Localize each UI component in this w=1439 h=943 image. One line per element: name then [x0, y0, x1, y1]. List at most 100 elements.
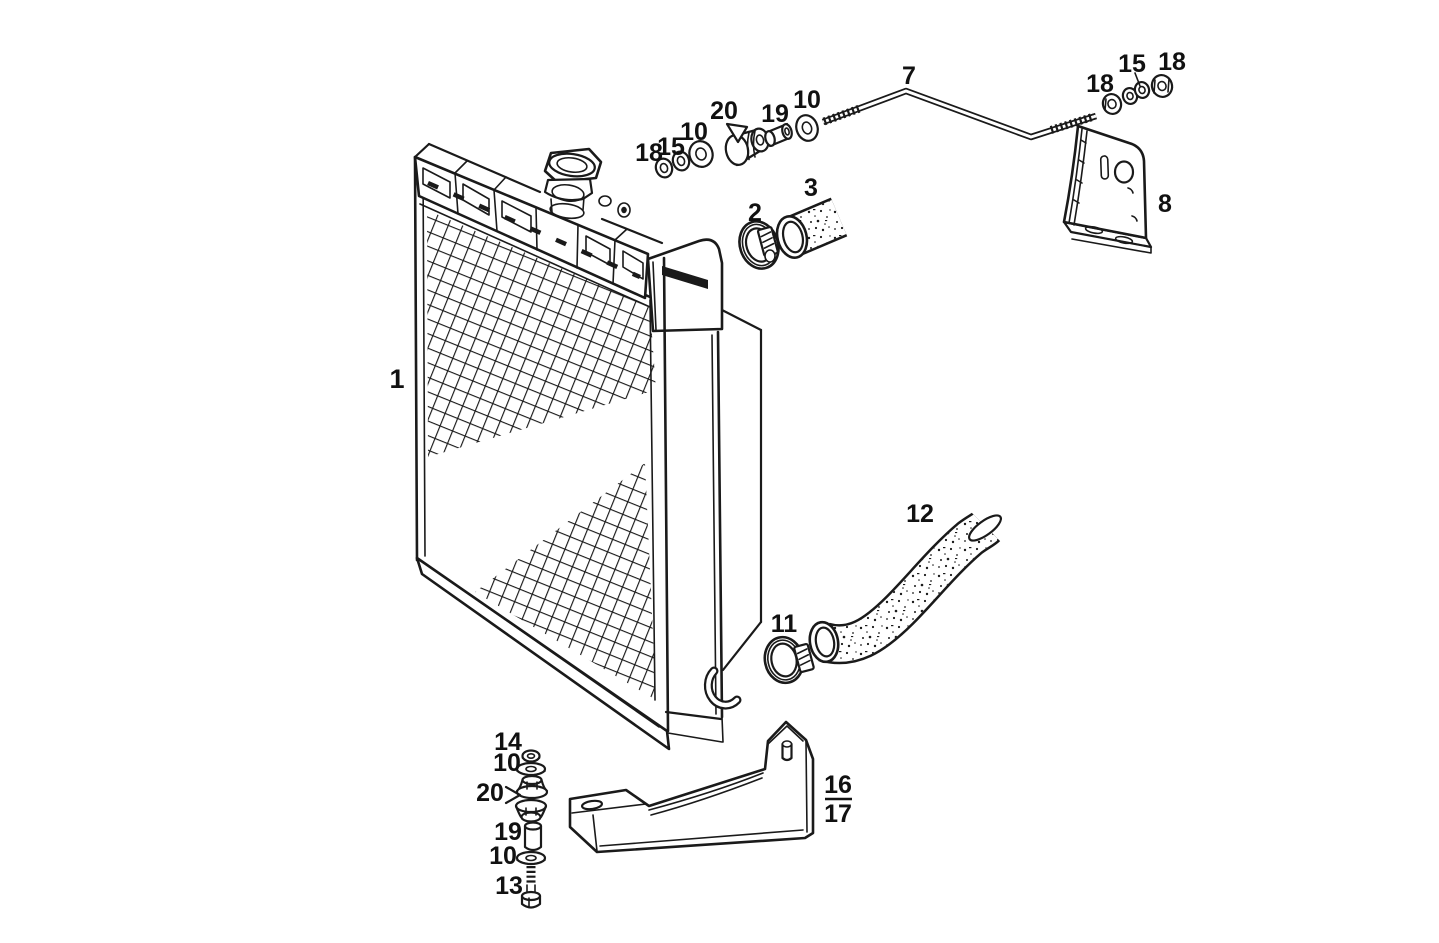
radiator-bottom-band-inner	[429, 566, 660, 728]
column-outer-line	[662, 256, 670, 733]
radiator-top-bar-inner	[419, 203, 651, 308]
bushing-20-upper	[515, 774, 549, 800]
filler-opening-inner	[556, 156, 588, 174]
mount-hardware-stack: 14 10 20 19 10 13	[476, 728, 549, 909]
callout-15-bracket-pointer	[1134, 72, 1141, 87]
washer-10-rod-inner-hole	[801, 121, 813, 135]
back-panel-top	[720, 308, 763, 332]
bracket16-outline	[568, 720, 815, 854]
bracket16-bottom-inner	[599, 829, 804, 847]
callout-8: 8	[1158, 190, 1172, 218]
bracket16-stud	[781, 740, 793, 762]
clamp2-screw-hatch	[760, 231, 775, 249]
nut-14-side	[521, 757, 541, 763]
spacer-19-stack	[523, 821, 543, 852]
callout-17: 17	[824, 800, 852, 828]
radiator-mesh-upper	[427, 210, 656, 457]
spacer-19-rod	[764, 122, 793, 148]
nut-14-hole	[526, 752, 536, 759]
bolt-13	[520, 866, 542, 909]
tie-rod-core	[822, 89, 1097, 139]
bracket8-bend-marks	[1127, 187, 1138, 222]
washer-15-bracket-2-hole	[1138, 85, 1146, 95]
washer-15-bracket-1-hole	[1126, 91, 1134, 101]
clamp2-screw-end	[764, 249, 776, 263]
callout-2: 2	[748, 199, 762, 227]
spacer-left	[764, 130, 776, 147]
outlet-hose-12: 12	[808, 500, 1003, 665]
washer-10-rod-outer	[688, 140, 714, 168]
callout-20-rod: 20	[710, 97, 738, 125]
tank-corner-bevel	[413, 142, 431, 159]
tie-rod-assembly: 7	[635, 48, 1186, 179]
bracket8-slot	[1099, 155, 1110, 180]
washer-10-rod-inner	[795, 114, 819, 142]
callout-18-bracket-b: 18	[1158, 48, 1186, 76]
washer-10-stack-upper-hole	[525, 765, 537, 773]
bushing-end-hole	[755, 134, 765, 146]
bleed-fitting	[617, 202, 631, 218]
filler-collar	[543, 177, 594, 202]
nut-18-bracket-a	[1101, 92, 1123, 116]
bracket16-web-fold-2	[650, 777, 763, 816]
lower-bracket: 16 17	[568, 720, 852, 854]
filler-neck	[543, 147, 631, 220]
callout-15-rod: 15	[657, 133, 685, 161]
radiator-left-frame-inner	[422, 165, 426, 557]
bracket8-fold-2	[1073, 130, 1088, 226]
tank-right-block	[646, 238, 724, 333]
tank-rib-panels	[422, 167, 644, 280]
bracket16-stud-body	[781, 742, 793, 762]
nut-18-bracket-b-facets	[1153, 78, 1170, 94]
hose-clamp-11: 11	[763, 610, 815, 685]
radiator-bottom-band	[415, 556, 671, 751]
callout-10-rod-outer: 10	[680, 118, 708, 146]
bushing-ribs	[746, 130, 756, 161]
washer-15-rod-hole	[676, 155, 686, 167]
callout-16: 16	[824, 771, 852, 799]
rod-hardware-left: 18 15 10 20 19 10	[635, 86, 821, 179]
hose-sleeve-3: 3	[775, 174, 848, 259]
bracket8-base-slot-2	[1114, 235, 1134, 245]
tank-rib-dividers	[454, 160, 628, 285]
bushing-20-lower-flange	[514, 798, 548, 814]
callout-12: 12	[906, 500, 934, 528]
callout-18-rod: 18	[635, 139, 663, 167]
hose-clamp-2: 2	[738, 199, 780, 270]
callout-19-rod: 19	[761, 100, 789, 128]
bracket16-stud-top	[781, 740, 793, 748]
callout-1: 1	[389, 364, 404, 394]
tank-dash-accents	[427, 180, 641, 280]
tank-right-block-edge	[652, 261, 657, 331]
nut-18-bracket-a-hole	[1107, 98, 1117, 110]
rod-hardware-right: 18 15 18	[1086, 48, 1186, 116]
spacer-hole	[784, 127, 790, 136]
nut-18-bracket-b	[1150, 73, 1174, 99]
callout-20-pointer	[725, 122, 749, 144]
bracket16-web-fold-1	[648, 772, 764, 811]
tank-back-edge-left	[427, 142, 542, 194]
nut-18-bracket-b-hole	[1157, 80, 1167, 92]
bracket8-fold-hatch	[1073, 139, 1087, 204]
callout-3: 3	[804, 174, 818, 202]
callout-11: 11	[771, 610, 798, 638]
hose12-texture	[819, 513, 999, 662]
bracket16-tab-fold	[571, 803, 647, 814]
spacer-right	[781, 123, 793, 140]
side-bottom-edge	[664, 710, 723, 721]
bushing-20-rod	[724, 127, 770, 167]
bleed-fitting-center	[621, 206, 627, 214]
callout-10-stack-upper: 10	[493, 749, 521, 777]
radiator-outlet-stub	[703, 666, 742, 710]
washer-15-rod	[671, 150, 691, 172]
washer-10-stack-lower-hole	[525, 854, 537, 862]
nut-18-bracket-a-facet	[1104, 98, 1107, 111]
tank-right-block-band	[662, 266, 708, 289]
tank-back-edge-right	[600, 217, 664, 245]
side-bottom-band	[667, 716, 724, 743]
overflow-hole	[598, 195, 612, 207]
washer-15-bracket-2	[1133, 80, 1151, 100]
callout-18-bracket-a: 18	[1086, 70, 1114, 98]
tie-rod-thread-left	[822, 104, 863, 126]
